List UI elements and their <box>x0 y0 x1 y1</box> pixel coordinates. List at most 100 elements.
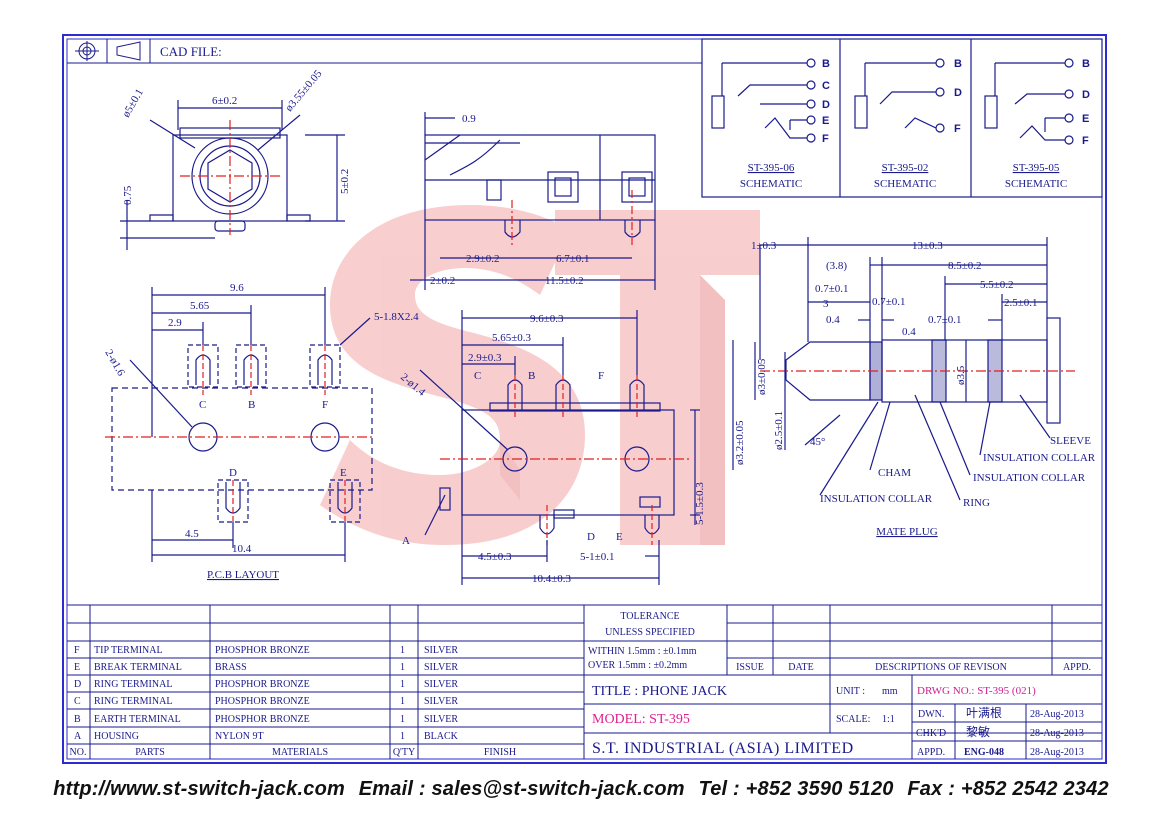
pcb-hole-dim: 2-ø1.6 <box>102 348 127 379</box>
schematic-pin-labels: B C D E F B D F B D E F <box>822 58 1090 147</box>
plug-callout-ins1: INSULATION COLLAR <box>983 452 1096 464</box>
revision-issue-header: ISSUE <box>736 662 764 673</box>
bottom-w1-dim: 9.6±0.3 <box>530 313 564 325</box>
svg-text:PHOSPHOR BRONZE: PHOSPHOR BRONZE <box>215 645 310 656</box>
bottom-b1-dim: 4.5±0.3 <box>478 551 512 563</box>
svg-text:C: C <box>74 696 81 707</box>
svg-text:F: F <box>74 645 80 656</box>
pcb-pin-f: F <box>322 399 328 411</box>
side-d2-dim: 6.7±0.1 <box>556 253 590 265</box>
svg-text:SILVER: SILVER <box>424 714 458 725</box>
svg-text:A: A <box>74 731 82 742</box>
plug-04a-dim: 0.4 <box>826 314 840 326</box>
chkd-name: 黎敏 <box>966 724 990 739</box>
svg-text:F: F <box>1082 135 1089 147</box>
st-watermark <box>320 205 760 545</box>
plug-callout-cham: CHAM <box>878 467 911 479</box>
svg-text:SILVER: SILVER <box>424 696 458 707</box>
plug-tip-dim: 1±0.3 <box>751 240 777 252</box>
bottom-label-e: E <box>616 531 623 543</box>
appd-name: ENG-048 <box>964 747 1004 758</box>
side-d3-dim: 2±0.2 <box>430 275 455 287</box>
parts-table <box>67 604 1102 759</box>
title-block-company: S.T. INDUSTRIAL (ASIA) LIMITED <box>592 740 854 757</box>
pcb-pin-e: E <box>340 467 347 479</box>
svg-text:D: D <box>822 99 830 111</box>
unit-label: UNIT : <box>836 686 865 697</box>
schematic-02-title: ST-395-02 <box>882 162 929 174</box>
plug-55-dim: 5.5±0.2 <box>980 279 1014 291</box>
svg-text:E: E <box>1082 113 1089 125</box>
svg-text:BREAK TERMINAL: BREAK TERMINAL <box>94 662 182 673</box>
svg-text:1: 1 <box>400 662 405 673</box>
plug-04b-dim: 0.4 <box>902 326 916 338</box>
appd-label: APPD. <box>917 747 945 758</box>
projection-cone-icon <box>116 41 141 61</box>
plug-ring-dim: 8.5±0.2 <box>948 260 982 272</box>
appd-date: 28-Aug-2013 <box>1030 747 1084 758</box>
svg-text:SILVER: SILVER <box>424 645 458 656</box>
unit-value: mm <box>882 686 898 697</box>
bottom-label-a: A <box>402 535 410 547</box>
front-hole-inner-dim: ø3.55±0.05 <box>283 68 325 114</box>
plug-callout-ins2: INSULATION COLLAR <box>973 472 1086 484</box>
pcb-b2-dim: 10.4 <box>232 543 252 555</box>
svg-text:1: 1 <box>400 731 405 742</box>
title-block-title: TITLE : PHONE JACK <box>592 684 727 699</box>
bottom-w3-dim: 2.9±0.3 <box>468 352 502 364</box>
bottom-label-f: F <box>598 370 604 382</box>
schematic-02-symbol <box>854 58 945 133</box>
svg-text:PHOSPHOR BRONZE: PHOSPHOR BRONZE <box>215 679 310 690</box>
svg-text:RING TERMINAL: RING TERMINAL <box>94 679 172 690</box>
svg-text:E: E <box>74 662 80 673</box>
pcb-b1-dim: 4.5 <box>185 528 199 540</box>
schematic-06-symbol <box>711 58 816 143</box>
svg-text:D: D <box>74 679 81 690</box>
dwn-name: 叶满根 <box>966 706 1002 720</box>
svg-text:MATERIALS: MATERIALS <box>272 747 328 758</box>
svg-text:C: C <box>822 80 830 92</box>
dwn-label: DWN. <box>918 709 944 720</box>
parts-table-rows: F TIP TERMINAL PHOSPHOR BRONZE 1 SILVER … <box>74 645 459 742</box>
scale-value: 1:1 <box>882 714 895 725</box>
mate-plug <box>732 237 1075 501</box>
svg-text:EARTH TERMINAL: EARTH TERMINAL <box>94 714 181 725</box>
plug-25-dim: 2.5±0.1 <box>1004 297 1038 309</box>
outer-frame <box>62 34 1107 764</box>
plug-07a-dim: 0.7±0.1 <box>815 283 849 295</box>
side-tab-dim: 0.9 <box>462 113 476 125</box>
schematic-05-symbol <box>984 58 1074 145</box>
svg-text:PHOSPHOR BRONZE: PHOSPHOR BRONZE <box>215 714 310 725</box>
tolerance-line-1: WITHIN 1.5mm : ±0.1mm <box>588 646 697 657</box>
svg-text:D: D <box>1082 89 1090 101</box>
email-link[interactable]: Email : sales@st-switch-jack.com <box>358 778 685 800</box>
chkd-date: 28-Aug-2013 <box>1030 728 1084 739</box>
svg-text:1: 1 <box>400 714 405 725</box>
plug-dia3-dim: ø3±0.05 <box>756 358 768 395</box>
plug-07b-dim: 0.7±0.1 <box>872 296 906 308</box>
plug-callout-sleeve: SLEEVE <box>1050 435 1091 447</box>
bottom-view <box>419 310 700 585</box>
plug-angle-dim: 45° <box>810 436 825 448</box>
schematic-panel <box>701 38 1103 198</box>
website-link[interactable]: http://www.st-switch-jack.com <box>53 778 345 800</box>
revision-date-header: DATE <box>788 662 814 673</box>
side-d4-dim: 11.5±0.2 <box>545 275 584 287</box>
pcb-pin-c: C <box>199 399 206 411</box>
schematic-06-title: ST-395-06 <box>748 162 795 174</box>
chkd-label: CHK'D <box>916 728 946 739</box>
svg-text:B: B <box>1082 58 1090 70</box>
pcb-layout <box>105 287 375 562</box>
svg-text:B: B <box>822 58 830 70</box>
schematic-05-subtitle: SCHEMATIC <box>1005 178 1067 190</box>
pcb-w3-dim: 2.9 <box>168 317 182 329</box>
svg-text:1: 1 <box>400 696 405 707</box>
svg-text:BRASS: BRASS <box>215 662 247 673</box>
pcb-slot-dim: 5-1.8X2.4 <box>374 311 419 323</box>
svg-text:Q'TY: Q'TY <box>393 747 415 758</box>
revision-appd-header: APPD. <box>1063 662 1091 673</box>
title-block-model: MODEL: ST-395 <box>592 712 690 727</box>
svg-text:1: 1 <box>400 679 405 690</box>
plug-callout-ring: RING <box>963 497 990 509</box>
